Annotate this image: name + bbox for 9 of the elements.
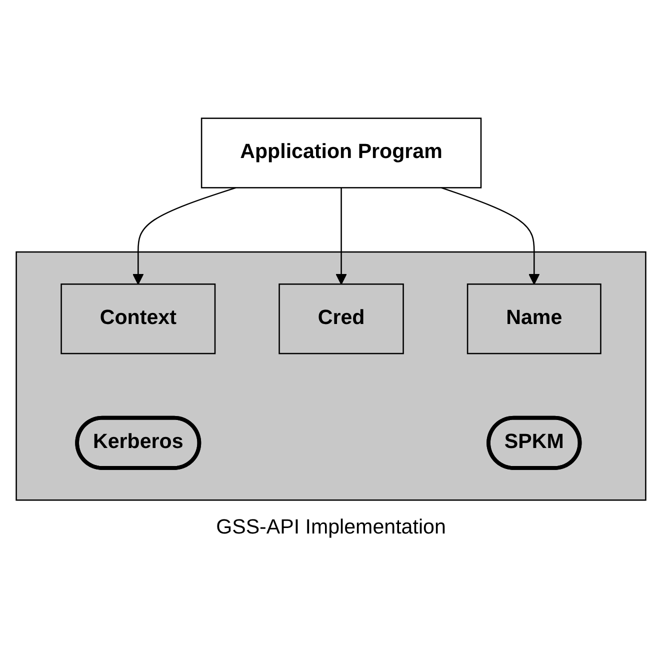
node-box: Name bbox=[466, 284, 602, 354]
node-box: Context bbox=[60, 284, 216, 354]
arrow bbox=[132, 187, 236, 285]
cluster bbox=[16, 252, 646, 501]
node-label: GSS-API Implementation bbox=[216, 516, 446, 539]
arrow bbox=[441, 187, 540, 285]
node-box: Application Program bbox=[200, 118, 482, 188]
node-box: Cred bbox=[278, 284, 404, 354]
arrow bbox=[336, 188, 347, 285]
